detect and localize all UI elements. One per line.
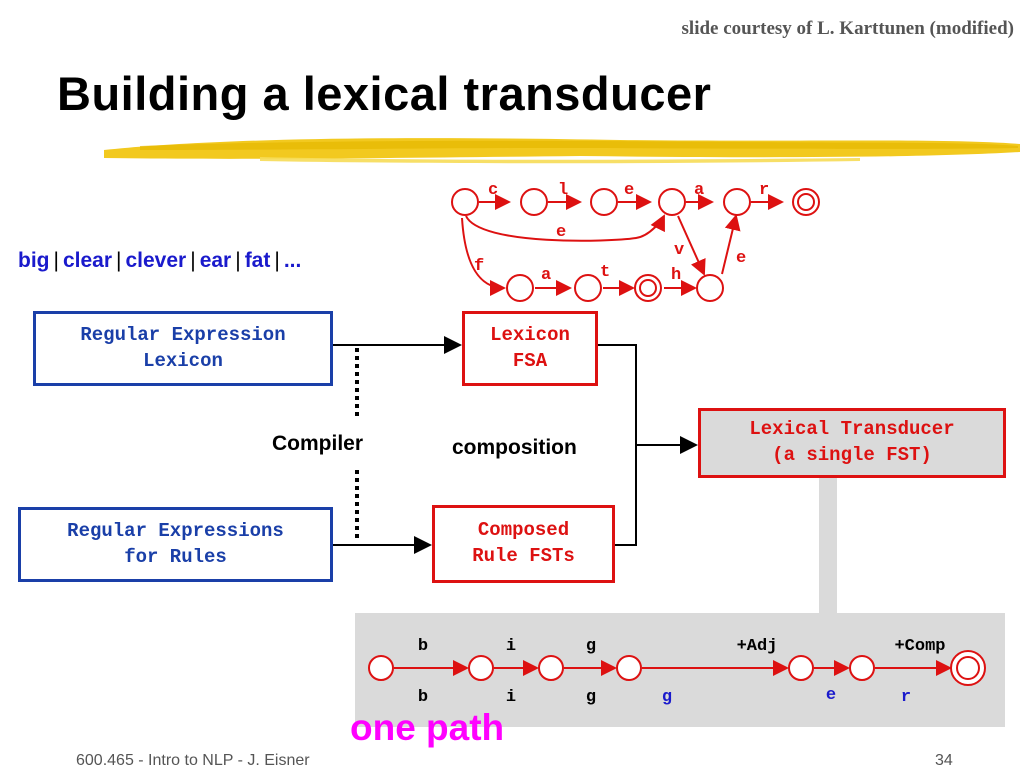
regex-lexicon-line1: Regular Expression: [80, 323, 286, 346]
word-separator: |: [116, 249, 122, 272]
fsa-label-a-lower: a: [541, 266, 551, 285]
word-separator: |: [190, 249, 196, 272]
path-upper-g: g: [586, 637, 596, 656]
path-upper-b: b: [418, 637, 428, 656]
fsa-label-e-long: e: [556, 223, 566, 242]
regex-lexicon-box: Regular Expression Lexicon: [33, 311, 333, 386]
word-separator: |: [235, 249, 241, 272]
word-separator: |: [274, 249, 280, 272]
compiler-label: Compiler: [272, 432, 364, 455]
lexicon-fsa-line2: FSA: [512, 349, 548, 372]
title-underline-brush: [104, 138, 1020, 164]
path-upper-comp: +Comp: [894, 637, 945, 656]
word-clear: clear: [62, 249, 113, 272]
regex-rules-line1: Regular Expressions: [67, 519, 284, 542]
path-lower-g: g: [586, 688, 596, 707]
lexicon-fsa-box: Lexicon FSA: [462, 311, 598, 386]
path-upper-i: i: [506, 637, 516, 656]
word-separator: |: [53, 249, 59, 272]
fsa-label-e: e: [624, 181, 634, 200]
footer-page-number: 34: [935, 752, 953, 769]
fsa-label-f: f: [474, 257, 484, 276]
path-lower-b: b: [418, 688, 428, 707]
path-lower-i: i: [506, 688, 516, 707]
word-clever: clever: [125, 249, 187, 272]
lexical-transducer-line2: (a single FST): [772, 444, 932, 466]
lexicon-fsa-line1: Lexicon: [490, 323, 570, 346]
composed-rules-line1: Composed: [477, 519, 570, 542]
fsa-label-t: t: [600, 263, 610, 282]
composed-rules-box: Composed Rule FSTs: [432, 505, 615, 583]
lexicon-fsa-diagram: c l e a r e v e f a t h: [451, 181, 820, 302]
regex-rules-box: Regular Expressions for Rules: [18, 507, 333, 582]
composition-label: composition: [452, 436, 577, 459]
fsa-label-a: a: [694, 181, 704, 200]
regex-rules-line2: for Rules: [124, 545, 227, 568]
path-lower-r: r: [901, 688, 911, 707]
lexical-transducer-box: Lexical Transducer (a single FST): [698, 408, 1006, 478]
one-path-transducer: b i g +Adj +Comp b i g g e r: [368, 637, 986, 707]
fsa-label-e-back: e: [736, 249, 746, 268]
fsa-label-r: r: [759, 181, 769, 200]
footer-course: 600.465 - Intro to NLP - J. Eisner: [76, 752, 310, 769]
transducer-to-path-connector: [819, 478, 837, 614]
one-path-label: one path: [350, 707, 505, 748]
word-big: big: [18, 249, 50, 272]
slide-title: Building a lexical transducer: [57, 67, 712, 120]
path-lower-e: e: [826, 686, 836, 705]
fsa-label-l: l: [558, 181, 568, 200]
word-fat: fat: [244, 249, 271, 272]
path-lower-g-added: g: [662, 688, 672, 707]
word-ear: ear: [199, 249, 232, 272]
lexical-transducer-line1: Lexical Transducer: [749, 418, 955, 441]
path-upper-adj: +Adj: [737, 637, 778, 656]
composed-rules-line2: Rule FSTs: [472, 545, 575, 567]
courtesy-note: slide courtesy of L. Karttunen (modified…: [681, 18, 1014, 39]
word-list: big|clear|clever|ear|fat|...: [18, 249, 301, 273]
fsa-label-v: v: [674, 241, 684, 260]
word-ellipsis: ...: [283, 249, 302, 272]
fsa-label-h: h: [671, 266, 681, 285]
regex-lexicon-line2: Lexicon: [143, 349, 223, 372]
fsa-label-c: c: [488, 181, 498, 200]
